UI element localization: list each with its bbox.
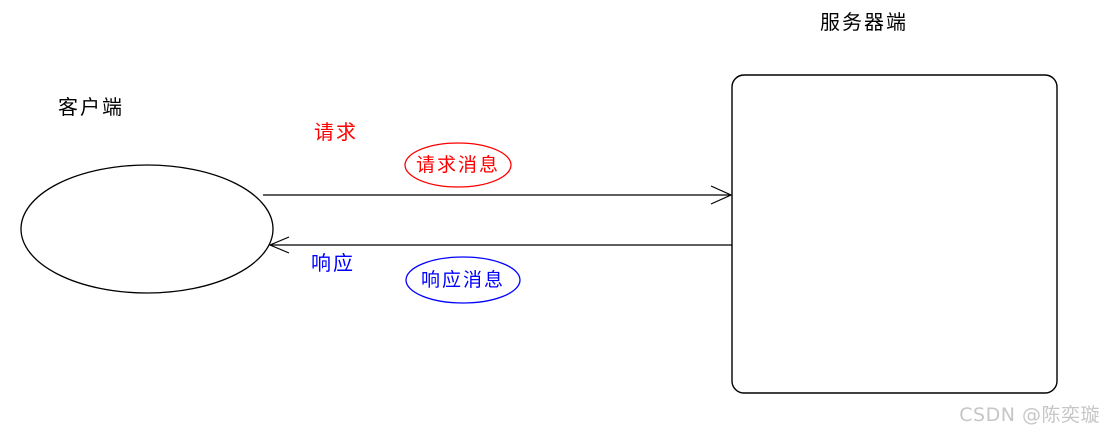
watermark: CSDN @陈奕璇 — [959, 404, 1100, 426]
request-label: 请求 — [314, 120, 358, 144]
client-ellipse — [20, 164, 274, 294]
response-arrowhead-icon — [268, 236, 290, 254]
response-message-label: 响应消息 — [420, 269, 505, 291]
server-box — [731, 74, 1058, 394]
request-message-ellipse — [404, 142, 512, 188]
response-label: 响应 — [311, 251, 355, 275]
server-label: 服务器端 — [820, 10, 908, 34]
client-label: 客户端 — [58, 95, 124, 119]
request-message-label: 请求消息 — [415, 154, 500, 176]
response-message-ellipse — [405, 256, 521, 304]
request-arrowhead-icon — [710, 185, 733, 205]
